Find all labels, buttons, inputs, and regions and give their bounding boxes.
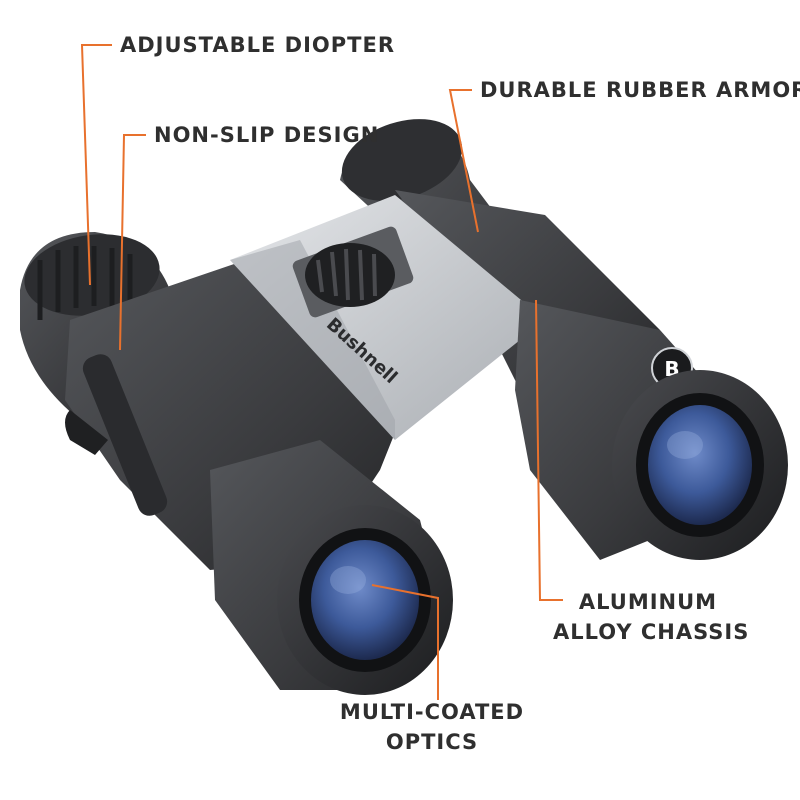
callout-optics-line1: MULTI-COATED <box>339 700 525 724</box>
leader-adjustable-diopter <box>80 44 112 286</box>
leader-alloy-chassis <box>535 299 563 601</box>
callout-adjustable-diopter-text: ADJUSTABLE DIOPTER <box>120 33 395 57</box>
callout-non-slip-design-text: NON-SLIP DESIGN <box>154 123 380 147</box>
right-objective-lens <box>612 370 788 560</box>
leader-durable-rubber-armor <box>448 89 479 233</box>
focus-wheel-icon[interactable] <box>291 225 415 319</box>
callout-optics-line2: OPTICS <box>385 730 479 754</box>
leader-multi-coated-optics <box>371 584 439 700</box>
callout-multi-coated-optics: MULTI-COATED OPTICS <box>330 697 534 757</box>
callout-durable-rubber-armor: DURABLE RUBBER ARMOR <box>480 75 800 105</box>
callout-durable-rubber-armor-text: DURABLE RUBBER ARMOR <box>480 78 800 102</box>
callout-alloy-chassis-line2: ALLOY CHASSIS <box>553 620 750 644</box>
left-objective-lens <box>277 505 453 695</box>
callout-alloy-chassis-line1: ALUMINUM <box>578 590 718 614</box>
leader-lines <box>80 44 563 700</box>
callout-alloy-chassis: ALUMINUM ALLOY CHASSIS <box>553 587 750 647</box>
callout-adjustable-diopter: ADJUSTABLE DIOPTER <box>120 30 395 60</box>
callout-non-slip-design: NON-SLIP DESIGN <box>154 120 379 150</box>
leader-non-slip-design <box>119 134 146 351</box>
